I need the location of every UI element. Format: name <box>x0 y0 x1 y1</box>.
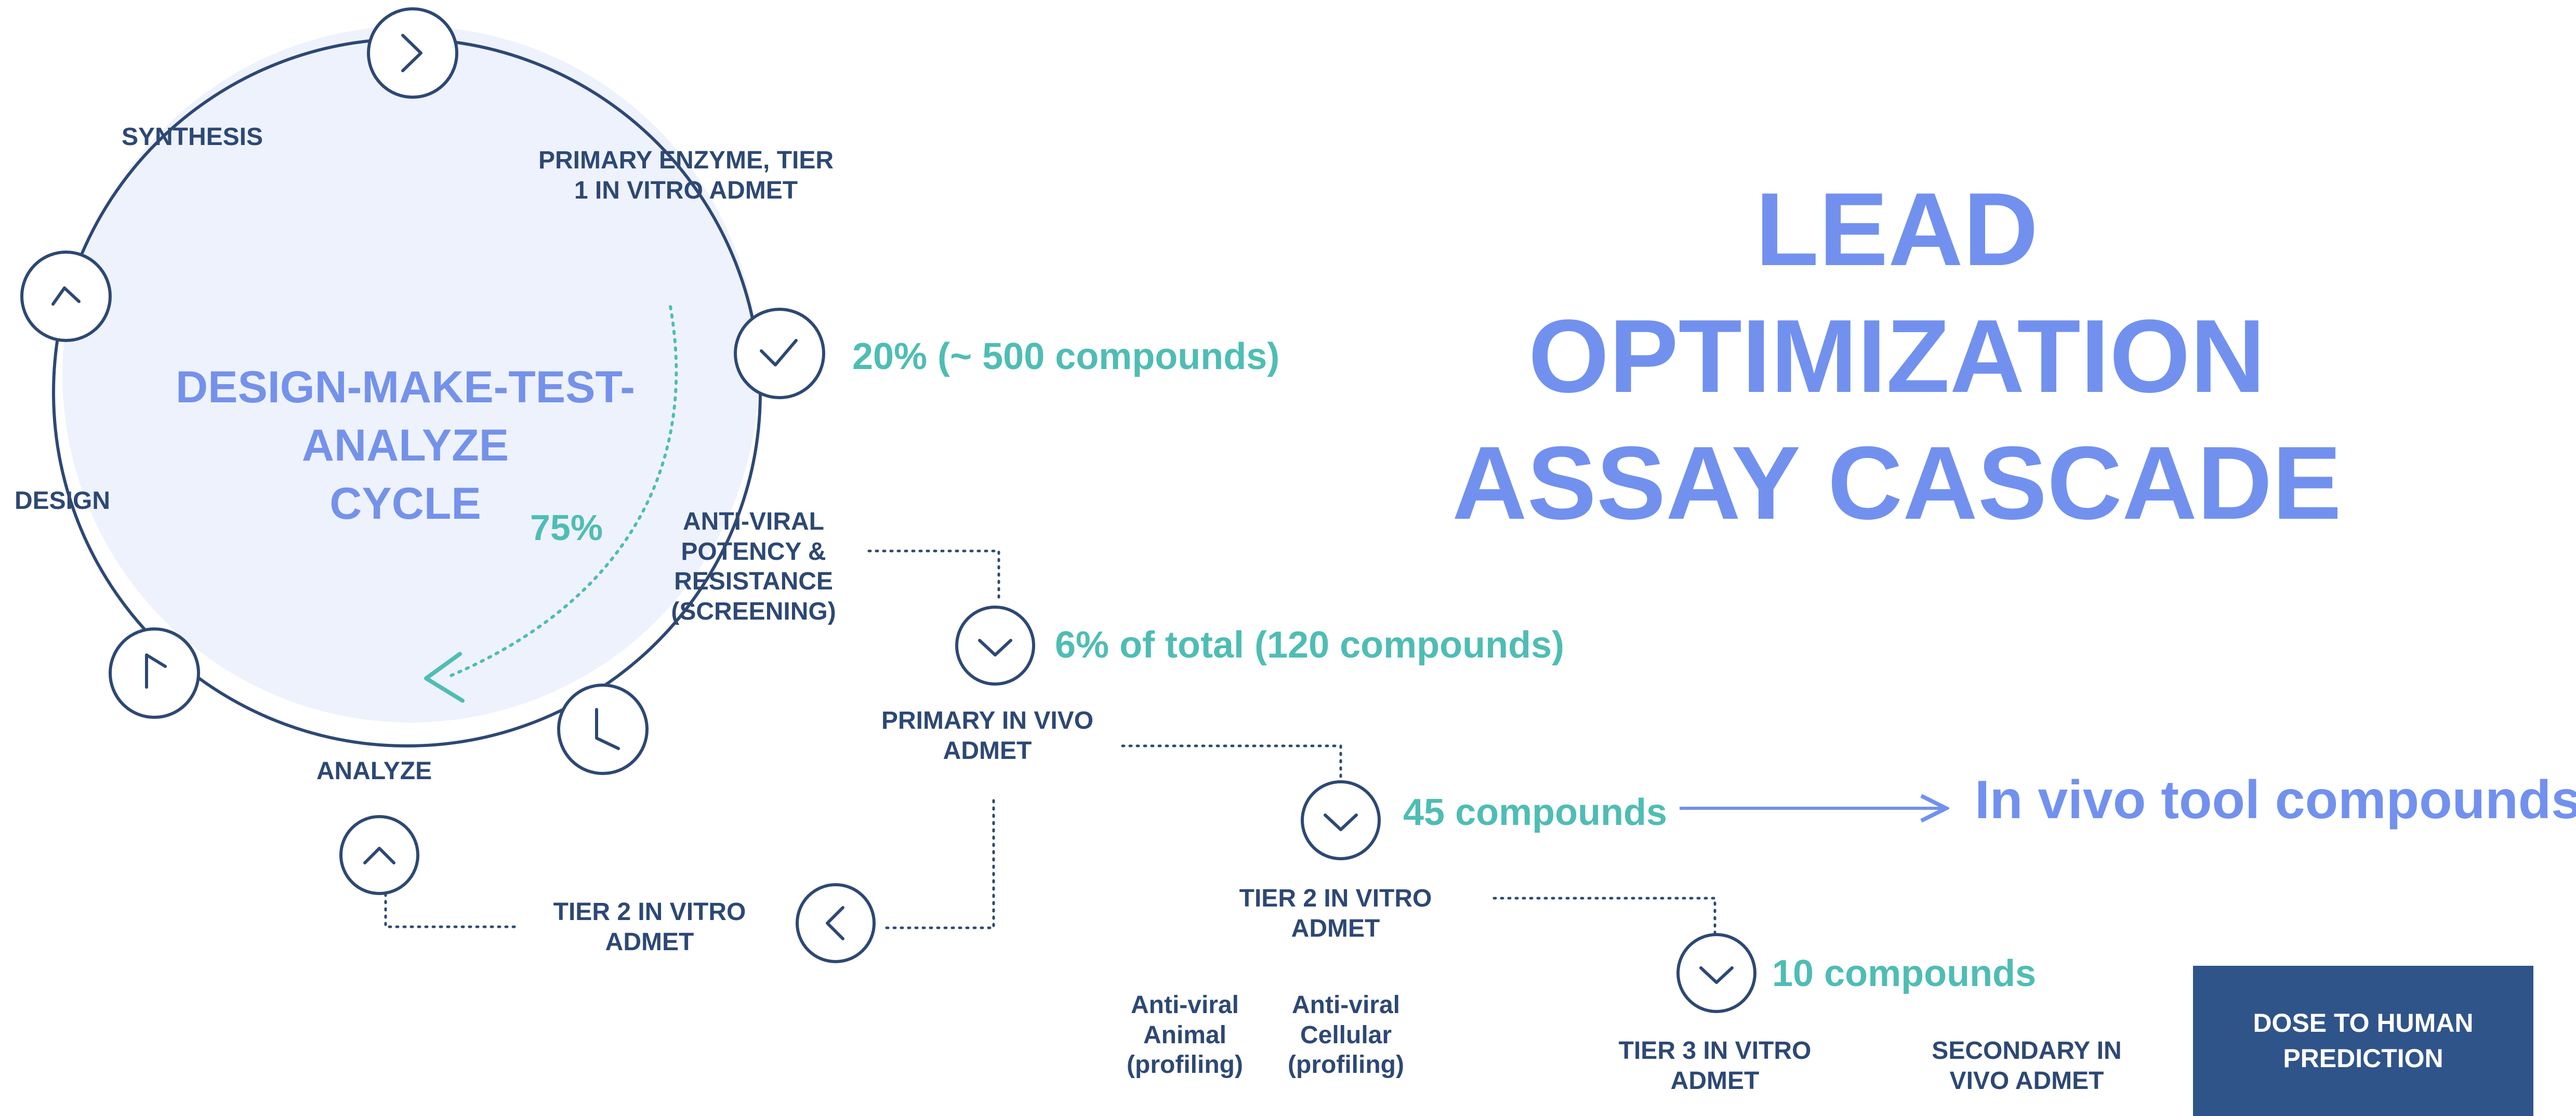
page-title: LEAD OPTIMIZATION ASSAY CASCADE <box>1452 172 2342 541</box>
chevron-up-icon <box>20 251 112 342</box>
cycle-percent: 75% <box>530 507 603 548</box>
stage-design: DESIGN <box>14 487 111 515</box>
connector-antiviral-to-invivo <box>867 549 1000 605</box>
antiviral-cellular-label: Anti-viral Cellular (profiling) <box>1288 991 1404 1079</box>
tier2-right-label: TIER 2 IN VITRO ADMET <box>1239 885 1432 942</box>
cycle-return-arrowhead <box>424 652 465 703</box>
step3-count: 45 compounds <box>1403 792 1668 833</box>
stage-analyze: ANALYZE <box>316 757 432 785</box>
step4-count: 10 compounds <box>1772 953 2037 994</box>
step2-percent: 6% of total (120 compounds) <box>1055 624 1565 666</box>
clock-icon <box>557 684 649 775</box>
connector-invivo-to-45 <box>1121 744 1342 781</box>
tool-compounds-label: In vivo tool compounds <box>1975 770 2576 830</box>
chevron-up-icon <box>339 815 419 895</box>
chevron-left-icon <box>796 883 876 963</box>
antiviral-animal-label: Anti-viral Animal (profiling) <box>1127 991 1243 1079</box>
antiviral-screening-label: ANTI-VIRAL POTENCY & RESISTANCE (SCREENI… <box>671 508 836 625</box>
tier3-label: TIER 3 IN VITRO ADMET <box>1618 1037 1812 1095</box>
cycle-title: DESIGN-MAKE-TEST- ANALYZE CYCLE <box>176 362 635 529</box>
cycle-return-arrow <box>445 305 678 679</box>
tier2-left-label: TIER 2 IN VITRO ADMET <box>553 898 746 956</box>
step1-percent: 20% (~ 500 compounds) <box>852 336 1280 377</box>
chevron-right-icon <box>367 7 458 99</box>
check-icon <box>1301 780 1381 860</box>
clock-icon <box>109 627 200 719</box>
check-icon <box>734 308 825 399</box>
stage-synthesis: SYNTHESIS <box>121 123 263 151</box>
connector-tier2-right-to-10 <box>1492 897 1716 938</box>
check-icon <box>1676 933 1756 1013</box>
connector-tier2-left-to-cycle <box>384 891 516 928</box>
secondary-invivo-label: SECONDARY IN VIVO ADMET <box>1932 1037 2122 1095</box>
connector-invivo-to-tier2-left <box>879 799 995 929</box>
check-icon <box>955 606 1035 686</box>
stage-primary-enzyme: PRIMARY ENZYME, TIER 1 IN VITRO ADMET <box>538 147 834 204</box>
cycle-background <box>62 26 759 723</box>
primary-invivo-label: PRIMARY IN VIVO ADMET <box>881 707 1094 765</box>
dose-to-human-box: DOSE TO HUMAN PREDICTION <box>2193 966 2533 1116</box>
